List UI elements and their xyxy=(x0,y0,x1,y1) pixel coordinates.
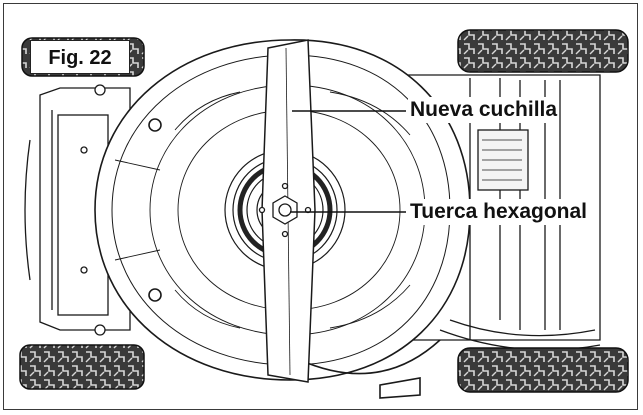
wheel-front-left-lower xyxy=(19,344,145,390)
callout-hex-nut: Tuerca hexagonal xyxy=(408,199,590,225)
figure-label: Fig. 22 xyxy=(30,40,130,74)
wheel-rear-right xyxy=(457,29,629,73)
hex-nut xyxy=(258,182,312,238)
rear-chassis xyxy=(405,74,601,351)
callout-leaders xyxy=(290,110,406,213)
wheel-rear-right-lower xyxy=(457,347,629,393)
callout-new-blade: Nueva cuchilla xyxy=(408,97,560,123)
